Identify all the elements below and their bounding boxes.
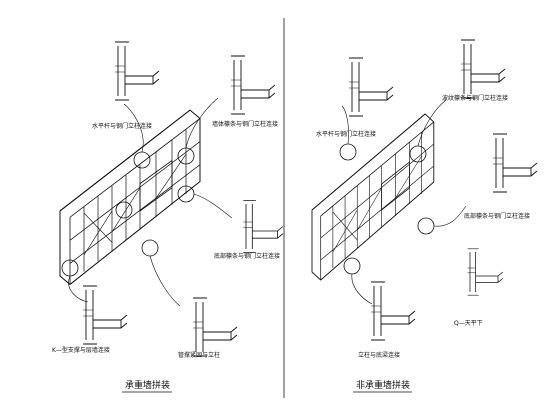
left-callout-bottom-left: K—型支撑与层墙连接: [52, 346, 110, 354]
right-panel-caption: 非承重墙拼装: [356, 379, 410, 391]
right-callout-top-left: 水平杆与钢门立柱连接: [316, 130, 376, 138]
left-detail-top-right: [230, 55, 276, 115]
left-detail-mid-right: [242, 199, 284, 254]
left-detail-marker-d: [115, 201, 133, 219]
left-detail-bottom-left: [82, 285, 128, 345]
right-detail-marker-d: [343, 257, 361, 275]
right-detail-bottom-right: [467, 248, 504, 296]
right-detail-marker-b: [409, 145, 427, 163]
left-detail-marker-a: [133, 151, 151, 169]
left-detail-bottom-right: [192, 297, 238, 357]
right-detail-marker-a: [339, 143, 357, 161]
left-callout-mid-right: 底部檩条与钢门立柱连接: [214, 252, 280, 260]
right-detail-mid-right: [492, 133, 538, 193]
right-callout-mid-right: 底部檩条与钢门立柱连接: [464, 212, 530, 220]
right-detail-top-left: [348, 57, 394, 117]
left-callout-bottom-right: 管撑紧固与立柱: [178, 351, 220, 359]
left-panel-caption: 承重墙拼装: [125, 379, 170, 391]
left-callout-top-right: 墙体檩条与钢门立柱连接: [212, 120, 278, 128]
right-detail-bottom-left: [370, 281, 416, 341]
right-callout-bottom-right: Q—天平下: [454, 320, 483, 327]
left-detail-marker-f: [141, 239, 159, 257]
right-detail-top-right: [460, 39, 506, 99]
left-wall-frame: [59, 97, 233, 307]
right-detail-marker-c: [417, 217, 435, 235]
right-callout-bottom-left: 立柱与底梁连接: [358, 351, 400, 359]
left-callout-top-left: 水平杆与钢门立柱连接: [92, 122, 152, 130]
right-wall-frame: [311, 99, 467, 305]
right-callout-top-right: 波纹檩条与钢门立柱连接: [442, 94, 508, 102]
left-detail-top-left: [114, 41, 160, 101]
